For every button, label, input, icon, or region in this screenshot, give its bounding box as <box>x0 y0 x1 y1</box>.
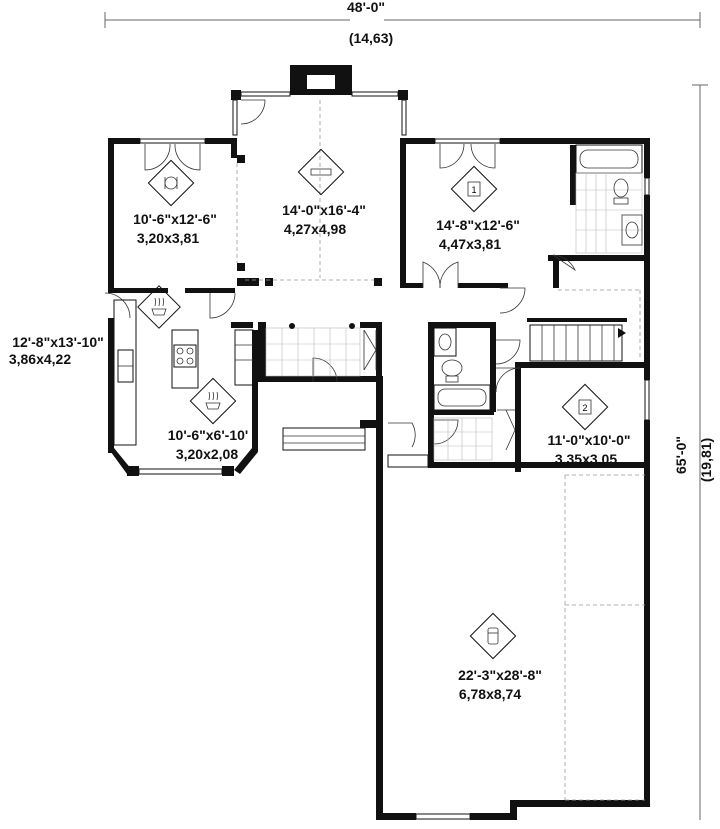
exterior-walls <box>108 65 650 820</box>
sofa-icon <box>297 148 345 196</box>
bed-2-number: 2 <box>582 403 587 413</box>
doors <box>104 99 576 451</box>
living-room-imperial: 14'-0"x16'-4" <box>282 202 366 218</box>
stairs <box>529 324 626 362</box>
dining-icon <box>189 377 237 425</box>
car-icon <box>469 612 517 660</box>
dashed-separators <box>236 100 645 801</box>
windows <box>138 91 650 820</box>
dining-metric: 3,20x2,08 <box>176 446 238 462</box>
bed-2-icon: 2 <box>561 383 609 431</box>
depth-imperial: 65'-0" <box>673 436 689 474</box>
kitchen-imperial: 12'-8"x13'-10" <box>12 334 104 350</box>
kitchen-icon <box>137 285 181 329</box>
bedroom-1-metric: 4,47x3,81 <box>439 236 501 252</box>
width-metric: (14,63) <box>349 30 393 46</box>
bed-1-icon: 1 <box>450 165 498 213</box>
interior-walls <box>108 145 650 472</box>
kitchen-metric: 3,86x4,22 <box>9 351 71 367</box>
bedroom-2-imperial: 11'-0"x10'-0" <box>548 432 631 448</box>
garage-metric: 6,78x8,74 <box>459 686 521 702</box>
width-dimension <box>104 8 701 28</box>
bed-icon <box>147 159 195 207</box>
bedroom-2-metric: 3,35x3,05 <box>555 451 617 467</box>
depth-metric: (19,81) <box>698 438 714 482</box>
bedroom-1-imperial: 14'-8"x12'-6" <box>436 217 520 233</box>
bedroom-west-imperial: 10'-6"x12'-6" <box>133 211 217 227</box>
garage-imperial: 22'-3"x28'-8" <box>458 667 542 683</box>
depth-dimension <box>692 84 708 820</box>
bedroom-west-metric: 3,20x3,81 <box>137 230 199 246</box>
width-imperial: 48'-0" <box>347 0 385 15</box>
bed-1-number: 1 <box>471 185 476 195</box>
bathroom-fixtures <box>265 144 643 461</box>
kitchen-fixtures <box>113 299 254 446</box>
dining-imperial: 10'-6"x6'-10' <box>168 427 248 443</box>
living-room-metric: 4,27x4,98 <box>284 221 346 237</box>
porch-steps <box>282 427 429 468</box>
